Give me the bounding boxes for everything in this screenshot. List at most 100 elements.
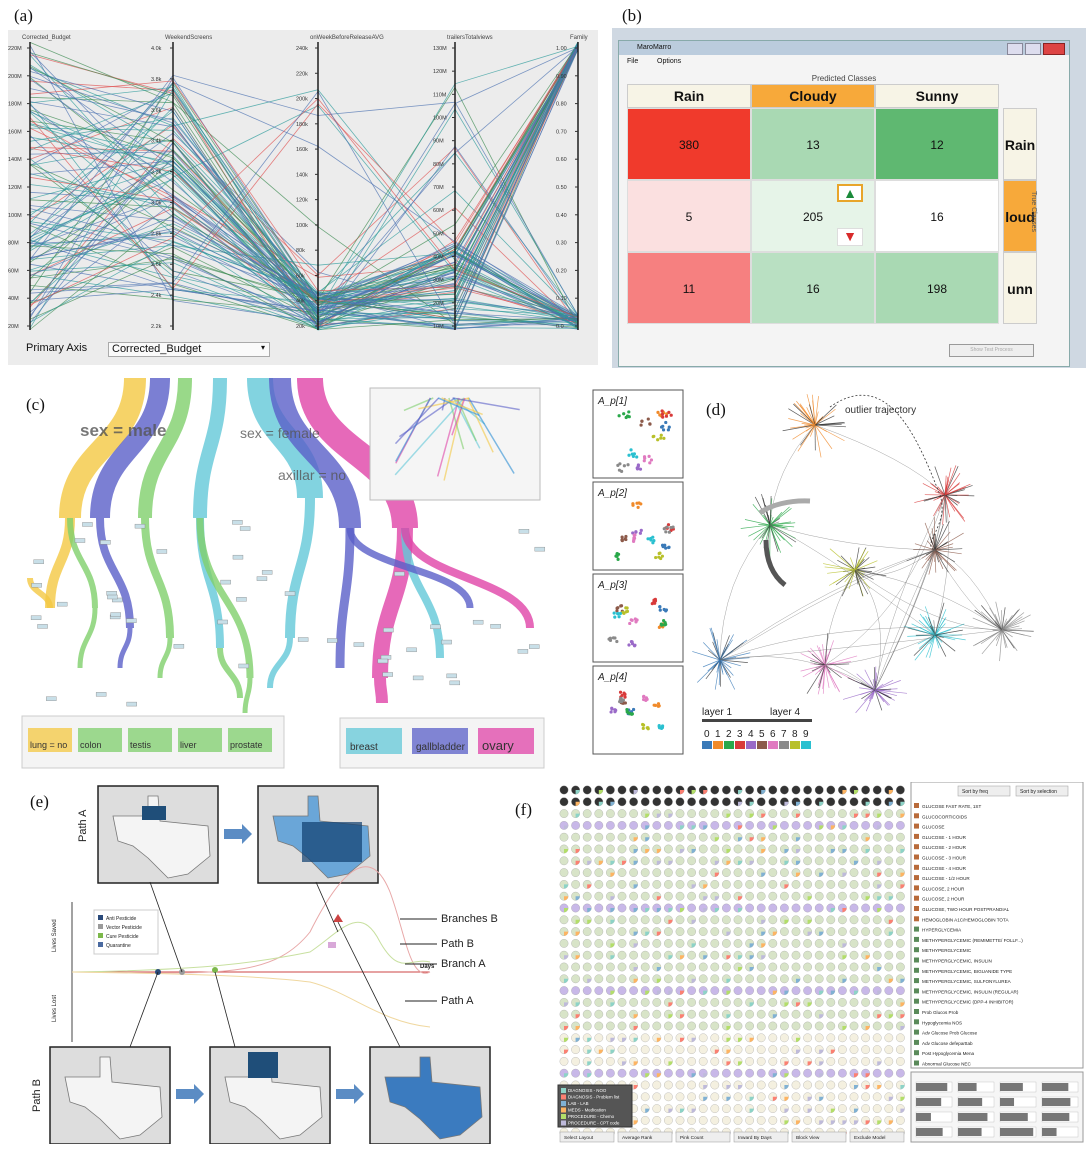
tree-node[interactable] xyxy=(96,692,106,696)
patient-glyph[interactable] xyxy=(803,1010,811,1018)
patient-glyph[interactable] xyxy=(769,1057,777,1065)
patient-glyph[interactable] xyxy=(885,1069,893,1077)
patient-glyph[interactable] xyxy=(769,1034,777,1042)
patient-glyph[interactable] xyxy=(676,939,684,947)
patient-glyph[interactable] xyxy=(722,1116,730,1124)
patient-glyph[interactable] xyxy=(838,1104,846,1112)
patient-glyph[interactable] xyxy=(595,880,603,888)
patient-glyph[interactable] xyxy=(629,868,637,876)
patient-glyph[interactable] xyxy=(827,916,835,924)
patient-glyph[interactable] xyxy=(653,1104,661,1112)
patient-glyph[interactable] xyxy=(757,1045,765,1053)
patient-glyph[interactable] xyxy=(687,963,695,971)
tree-node[interactable] xyxy=(327,639,337,643)
tree-branch[interactable] xyxy=(120,628,130,668)
patient-glyph[interactable] xyxy=(664,927,672,935)
patient-glyph[interactable] xyxy=(595,904,603,912)
patient-glyph[interactable] xyxy=(687,868,695,876)
patient-glyph[interactable] xyxy=(745,1116,753,1124)
patient-glyph[interactable] xyxy=(734,927,742,935)
patient-glyph[interactable] xyxy=(792,963,800,971)
patient-glyph[interactable] xyxy=(827,1093,835,1101)
patient-glyph[interactable] xyxy=(653,1010,661,1018)
patient-glyph[interactable] xyxy=(618,1022,626,1030)
primary-axis-select[interactable]: Corrected_Budget ▾ xyxy=(108,342,270,357)
patient-glyph[interactable] xyxy=(745,821,753,829)
patient-glyph[interactable] xyxy=(803,1022,811,1030)
patient-glyph[interactable] xyxy=(699,916,707,924)
patient-glyph[interactable] xyxy=(641,786,649,794)
patient-glyph[interactable] xyxy=(664,1093,672,1101)
tree-branch[interactable] xyxy=(145,518,170,638)
tree-node[interactable] xyxy=(529,645,539,649)
tree-node[interactable] xyxy=(157,549,167,553)
patient-glyph[interactable] xyxy=(606,1022,614,1030)
patient-glyph[interactable] xyxy=(850,927,858,935)
patient-glyph[interactable] xyxy=(792,927,800,935)
patient-glyph[interactable] xyxy=(803,1069,811,1077)
patient-glyph[interactable] xyxy=(757,904,765,912)
patient-glyph[interactable] xyxy=(850,880,858,888)
patient-glyph[interactable] xyxy=(757,963,765,971)
patient-glyph[interactable] xyxy=(711,821,719,829)
patient-glyph[interactable] xyxy=(838,809,846,817)
patient-glyph[interactable] xyxy=(618,963,626,971)
patient-glyph[interactable] xyxy=(827,927,835,935)
tree-branch[interactable] xyxy=(340,528,350,668)
patient-glyph[interactable] xyxy=(896,786,904,794)
patient-glyph[interactable] xyxy=(699,1045,707,1053)
patient-glyph[interactable] xyxy=(803,845,811,853)
patient-glyph[interactable] xyxy=(792,1022,800,1030)
patient-glyph[interactable] xyxy=(827,868,835,876)
patient-glyph[interactable] xyxy=(664,868,672,876)
matrix-cell[interactable]: 12 xyxy=(875,108,999,180)
patient-glyph[interactable] xyxy=(618,798,626,806)
patient-glyph[interactable] xyxy=(873,1022,881,1030)
patient-glyph[interactable] xyxy=(780,904,788,912)
patient-glyph[interactable] xyxy=(595,833,603,841)
patient-glyph[interactable] xyxy=(861,975,869,983)
patient-glyph[interactable] xyxy=(641,1045,649,1053)
patient-glyph[interactable] xyxy=(838,1010,846,1018)
patient-glyph[interactable] xyxy=(595,939,603,947)
patient-glyph[interactable] xyxy=(780,1034,788,1042)
patient-glyph[interactable] xyxy=(757,1093,765,1101)
patient-glyph[interactable] xyxy=(583,798,591,806)
patient-glyph[interactable] xyxy=(722,892,730,900)
patient-glyph[interactable] xyxy=(653,833,661,841)
patient-glyph[interactable] xyxy=(629,798,637,806)
patient-glyph[interactable] xyxy=(653,1045,661,1053)
patient-glyph[interactable] xyxy=(641,951,649,959)
patient-glyph[interactable] xyxy=(676,868,684,876)
patient-glyph[interactable] xyxy=(792,1057,800,1065)
patient-glyph[interactable] xyxy=(780,786,788,794)
patient-glyph[interactable] xyxy=(734,880,742,888)
patient-glyph[interactable] xyxy=(595,975,603,983)
tree-branch[interactable] xyxy=(50,518,70,608)
matrix-cell[interactable]: 13 xyxy=(751,108,875,180)
patient-glyph[interactable] xyxy=(595,1034,603,1042)
patient-glyph[interactable] xyxy=(629,986,637,994)
patient-glyph[interactable] xyxy=(699,939,707,947)
patient-glyph[interactable] xyxy=(699,798,707,806)
patient-glyph[interactable] xyxy=(699,1010,707,1018)
patient-glyph[interactable] xyxy=(861,821,869,829)
patient-glyph[interactable] xyxy=(734,868,742,876)
tree-node[interactable] xyxy=(519,529,529,533)
patient-glyph[interactable] xyxy=(664,880,672,888)
patient-glyph[interactable] xyxy=(653,880,661,888)
patient-glyph[interactable] xyxy=(711,1034,719,1042)
patient-glyph[interactable] xyxy=(861,1104,869,1112)
tree-node[interactable] xyxy=(111,613,121,617)
patient-glyph[interactable] xyxy=(803,1081,811,1089)
patient-glyph[interactable] xyxy=(827,1057,835,1065)
patient-glyph[interactable] xyxy=(896,963,904,971)
patient-glyph[interactable] xyxy=(815,904,823,912)
patient-glyph[interactable] xyxy=(815,951,823,959)
patient-glyph[interactable] xyxy=(583,821,591,829)
patient-glyph[interactable] xyxy=(641,1022,649,1030)
patient-glyph[interactable] xyxy=(583,1022,591,1030)
patient-glyph[interactable] xyxy=(873,1069,881,1077)
patient-glyph[interactable] xyxy=(780,821,788,829)
patient-glyph[interactable] xyxy=(560,857,568,865)
